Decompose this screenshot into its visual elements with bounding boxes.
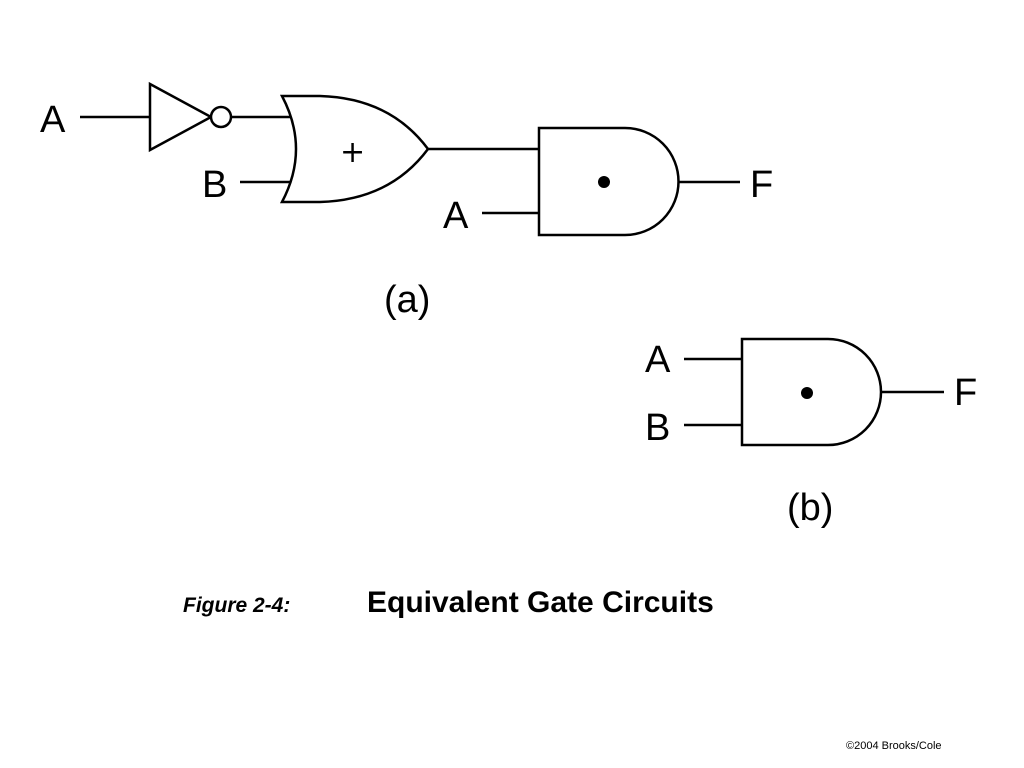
figure-caption: Figure 2-4: Equivalent Gate Circuits (183, 586, 714, 619)
and-gate-a-dot (598, 176, 610, 188)
circuit-a-output-label: F (750, 164, 773, 206)
circuit-b-output-label: F (954, 372, 977, 414)
caption-title: Equivalent Gate Circuits (367, 586, 714, 619)
not-gate-bubble (209, 105, 233, 129)
circuit-a-and-input-a-label: A (443, 195, 469, 237)
circuit-a-sublabel: (a) (384, 279, 430, 321)
circuit-b-input-a-label: A (645, 339, 671, 381)
or-gate (279, 94, 430, 204)
circuit-a-input-a-label: A (40, 99, 66, 141)
not-gate (148, 81, 214, 153)
circuit-a-input-b-label: B (202, 164, 227, 206)
copyright-notice: ©2004 Brooks/Cole (846, 740, 942, 752)
circuit-b: A B F (b) (645, 337, 977, 529)
circuit-a: A B + A F (a) (40, 81, 773, 321)
caption-prefix: Figure 2-4: (183, 594, 290, 617)
circuit-b-sublabel: (b) (787, 487, 833, 529)
and-gate-b-dot (801, 387, 813, 399)
circuit-b-input-b-label: B (645, 407, 670, 449)
or-gate-symbol: + (340, 135, 365, 170)
